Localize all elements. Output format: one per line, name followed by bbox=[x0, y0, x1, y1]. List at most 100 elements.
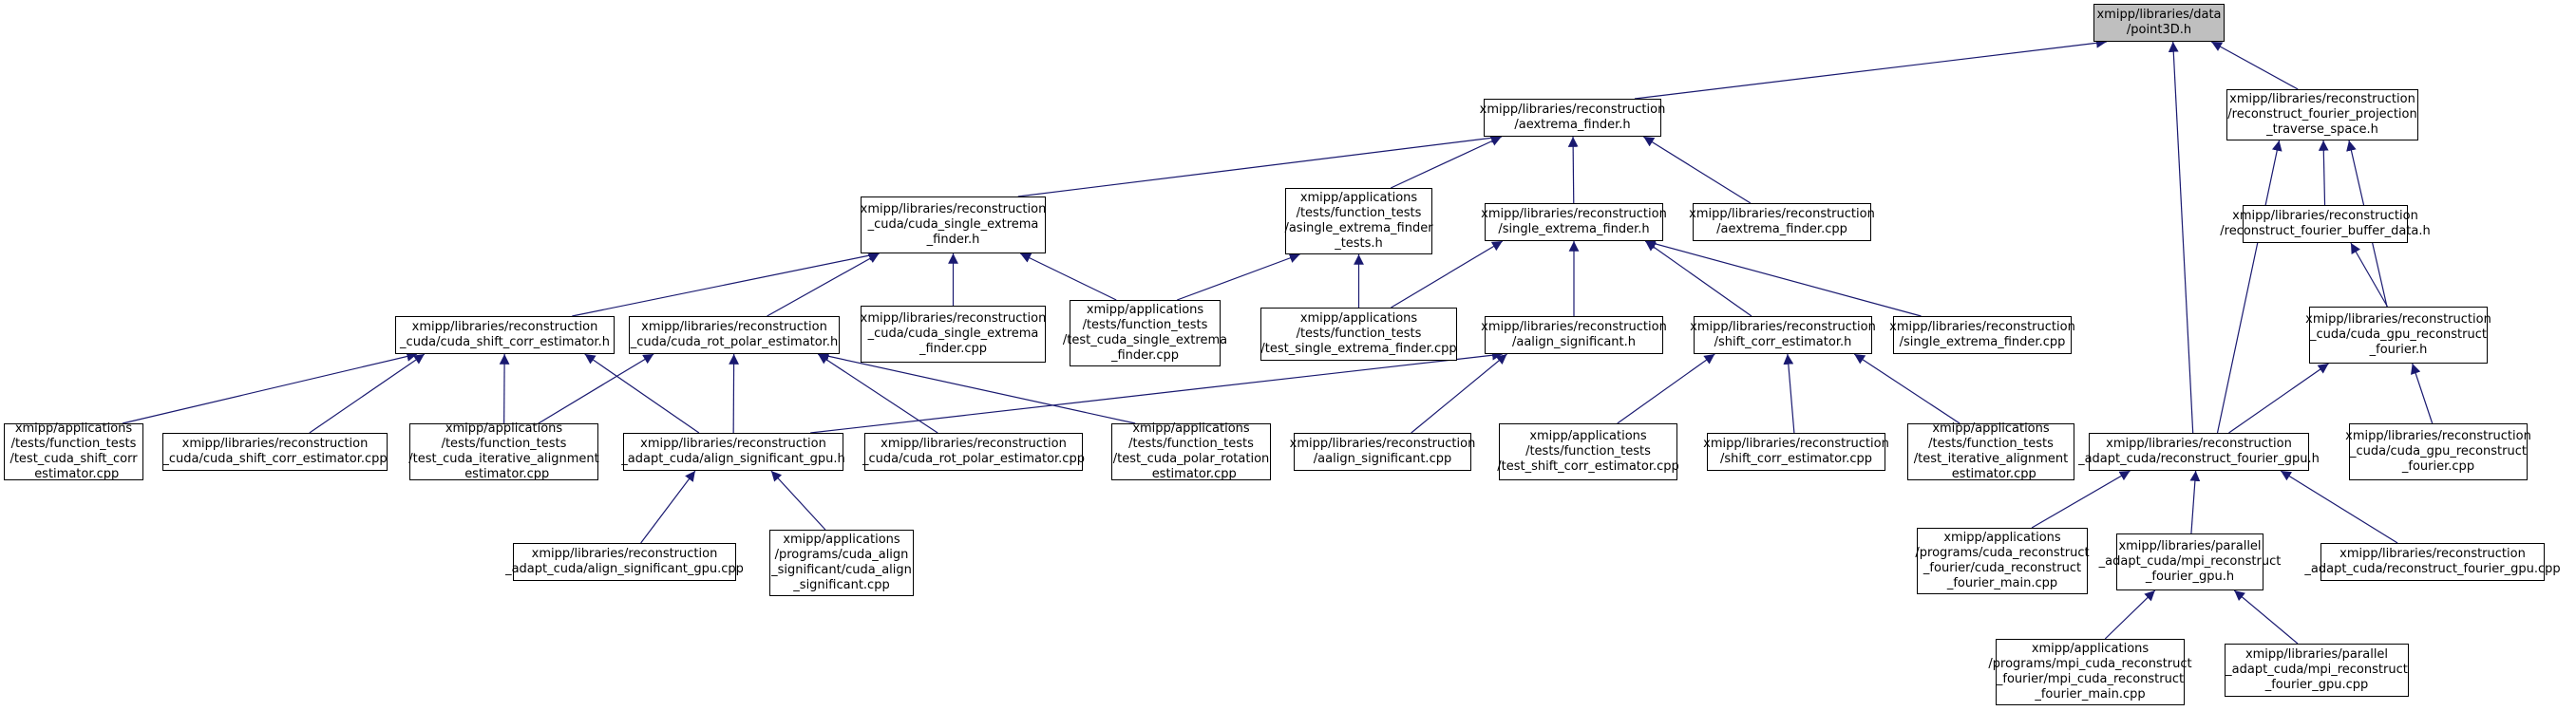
graph-node[interactable]: xmipp/libraries/reconstruction _cuda/cud… bbox=[2305, 307, 2491, 364]
dependency-edge bbox=[2210, 41, 2299, 90]
graph-node[interactable]: xmipp/applications /programs/mpi_cuda_re… bbox=[1988, 639, 2192, 705]
graph-node-label: xmipp/libraries/reconstruction _cuda/cud… bbox=[400, 320, 610, 349]
graph-node-label: xmipp/applications /programs/mpi_cuda_re… bbox=[1988, 642, 2192, 702]
graph-node[interactable]: xmipp/libraries/reconstruction /reconstr… bbox=[2226, 89, 2418, 140]
graph-node-label: xmipp/libraries/reconstruction /reconstr… bbox=[2220, 209, 2431, 238]
graph-node[interactable]: xmipp/applications /programs/cuda_recons… bbox=[1915, 528, 2090, 594]
graph-node-label: xmipp/libraries/data /point3D.h bbox=[2096, 8, 2222, 37]
dependency-edge bbox=[1391, 240, 1504, 309]
graph-node-label: xmipp/libraries/reconstruction _cuda/cud… bbox=[860, 311, 1047, 356]
graph-node-label: xmipp/libraries/reconstruction /aextrema… bbox=[1689, 207, 1875, 236]
dependency-edge bbox=[1411, 353, 1507, 434]
graph-node[interactable]: xmipp/libraries/reconstruction /shift_co… bbox=[1703, 433, 1889, 471]
graph-node-label: xmipp/applications /tests/function_tests… bbox=[1062, 303, 1228, 363]
graph-root-node[interactable]: xmipp/libraries/data /point3D.h bbox=[2093, 4, 2225, 42]
graph-node[interactable]: xmipp/libraries/reconstruction /aalign_s… bbox=[1290, 433, 1475, 471]
dependency-edge bbox=[1017, 132, 1502, 197]
dependency-edge bbox=[810, 349, 1503, 434]
graph-node-label: xmipp/libraries/reconstruction /aalign_s… bbox=[1481, 320, 1667, 349]
dependency-edge bbox=[1617, 353, 1715, 424]
graph-node-label: xmipp/applications /tests/function_tests… bbox=[1913, 421, 2069, 481]
graph-node-label: xmipp/libraries/reconstruction /aalign_s… bbox=[1289, 437, 1476, 466]
dependency-edge bbox=[2031, 470, 2131, 529]
graph-node[interactable]: xmipp/applications /tests/function_tests… bbox=[4, 421, 143, 481]
graph-node-label: xmipp/libraries/reconstruction _cuda/cud… bbox=[2305, 312, 2491, 357]
dependency-edge bbox=[499, 353, 510, 424]
dependency-edge bbox=[729, 353, 739, 434]
graph-node[interactable]: xmipp/applications /programs/cuda_align … bbox=[769, 530, 914, 596]
graph-node[interactable]: xmipp/libraries/reconstruction _adapt_cu… bbox=[621, 433, 845, 471]
dependency-edge bbox=[2410, 363, 2434, 424]
graph-node-label: xmipp/libraries/reconstruction _cuda/cud… bbox=[162, 437, 388, 466]
dependency-edge bbox=[2168, 41, 2194, 434]
graph-node[interactable]: xmipp/libraries/reconstruction _adapt_cu… bbox=[2078, 433, 2320, 471]
graph-node-label: xmipp/libraries/reconstruction /shift_co… bbox=[1703, 437, 1889, 466]
dependency-edge bbox=[1567, 136, 1579, 204]
dependency-edge bbox=[1019, 253, 1117, 301]
graph-node[interactable]: xmipp/libraries/reconstruction /shift_co… bbox=[1690, 316, 1876, 354]
graph-node-label: xmipp/libraries/reconstruction _cuda/cud… bbox=[630, 320, 839, 349]
graph-node-label: xmipp/applications /programs/cuda_align … bbox=[771, 533, 912, 592]
dependency-edge bbox=[584, 353, 700, 434]
dependency-edge bbox=[1645, 238, 1922, 317]
dependency-edge bbox=[2189, 470, 2201, 534]
graph-node-label: xmipp/libraries/reconstruction _cuda/cud… bbox=[862, 437, 1085, 466]
graph-node-label: xmipp/libraries/reconstruction /aextrema… bbox=[1479, 103, 1666, 132]
dependency-edge bbox=[1853, 353, 1960, 424]
dependency-edge bbox=[2280, 470, 2398, 544]
graph-node[interactable]: xmipp/libraries/reconstruction /reconstr… bbox=[2220, 205, 2431, 243]
graph-node-label: xmipp/applications /tests/function_tests… bbox=[9, 421, 138, 481]
graph-node-label: xmipp/applications /tests/function_tests… bbox=[1260, 311, 1457, 356]
graph-node[interactable]: xmipp/libraries/reconstruction _cuda/cud… bbox=[162, 433, 388, 471]
dependency-edge bbox=[770, 470, 826, 531]
dependency-edge bbox=[1644, 240, 1752, 317]
graph-node-label: xmipp/libraries/reconstruction _adapt_cu… bbox=[2078, 437, 2320, 466]
dependency-edge bbox=[817, 353, 938, 434]
graph-node[interactable]: xmipp/libraries/reconstruction /aalign_s… bbox=[1481, 316, 1667, 354]
graph-node[interactable]: xmipp/applications /tests/function_tests… bbox=[1111, 421, 1271, 481]
graph-node[interactable]: xmipp/applications /tests/function_tests… bbox=[1907, 421, 2074, 481]
graph-node[interactable]: xmipp/applications /tests/function_tests… bbox=[1497, 423, 1679, 480]
graph-node-label: xmipp/applications /programs/cuda_recons… bbox=[1915, 531, 2090, 590]
graph-node[interactable]: xmipp/libraries/reconstruction _cuda/cud… bbox=[629, 316, 840, 354]
graph-node-label: xmipp/libraries/reconstruction /shift_co… bbox=[1690, 320, 1876, 349]
graph-node[interactable]: xmipp/libraries/reconstruction _cuda/cud… bbox=[2345, 423, 2531, 480]
graph-node[interactable]: xmipp/libraries/reconstruction /single_e… bbox=[1889, 316, 2075, 354]
graph-node[interactable]: xmipp/libraries/reconstruction _adapt_cu… bbox=[505, 543, 744, 581]
dependency-edge bbox=[572, 250, 880, 317]
dependency-edge bbox=[1634, 37, 2107, 100]
graph-node-label: xmipp/libraries/parallel _adapt_cuda/mpi… bbox=[2098, 539, 2282, 584]
graph-node-label: xmipp/libraries/reconstruction _adapt_cu… bbox=[2304, 547, 2561, 576]
graph-node-label: xmipp/libraries/reconstruction _adapt_cu… bbox=[505, 547, 744, 576]
graph-node-label: xmipp/applications /tests/function_tests… bbox=[408, 421, 599, 481]
graph-node[interactable]: xmipp/libraries/reconstruction _cuda/cud… bbox=[861, 196, 1046, 253]
graph-node[interactable]: xmipp/libraries/reconstruction _cuda/cud… bbox=[395, 316, 615, 354]
graph-node-label: xmipp/libraries/reconstruction /reconstr… bbox=[2227, 92, 2417, 137]
graph-node[interactable]: xmipp/libraries/reconstruction /aextrema… bbox=[1480, 99, 1665, 137]
dependency-edge bbox=[309, 353, 426, 434]
graph-node[interactable]: xmipp/libraries/parallel _adapt_cuda/mpi… bbox=[2225, 644, 2409, 697]
dependency-edge bbox=[538, 353, 654, 424]
dependency-edge bbox=[640, 470, 696, 544]
graph-node[interactable]: xmipp/libraries/reconstruction /single_e… bbox=[1481, 203, 1667, 241]
graph-node[interactable]: xmipp/applications /tests/function_tests… bbox=[1260, 308, 1457, 361]
graph-node-label: xmipp/libraries/parallel _adapt_cuda/mpi… bbox=[2226, 647, 2408, 692]
graph-node[interactable]: xmipp/libraries/reconstruction _cuda/cud… bbox=[861, 306, 1046, 363]
graph-node[interactable]: xmipp/libraries/reconstruction _adapt_cu… bbox=[2304, 543, 2561, 581]
graph-node-label: xmipp/applications /tests/function_tests… bbox=[1497, 429, 1679, 474]
graph-node[interactable]: xmipp/applications /tests/function_tests… bbox=[1063, 300, 1227, 366]
graph-node[interactable]: xmipp/libraries/parallel _adapt_cuda/mpi… bbox=[2099, 533, 2281, 590]
dependency-edge bbox=[1642, 136, 1752, 204]
graph-node[interactable]: xmipp/libraries/reconstruction _cuda/cud… bbox=[862, 433, 1085, 471]
graph-node[interactable]: xmipp/applications /tests/function_tests… bbox=[1284, 188, 1433, 254]
dependency-edge bbox=[2350, 242, 2388, 308]
dependency-edge bbox=[1177, 253, 1300, 301]
dependency-edge bbox=[1390, 136, 1502, 189]
dependency-edge bbox=[2228, 363, 2329, 434]
graph-node-label: xmipp/applications /tests/function_tests… bbox=[1284, 191, 1433, 251]
dependency-edge bbox=[818, 351, 1136, 424]
graph-node[interactable]: xmipp/libraries/reconstruction /aextrema… bbox=[1689, 203, 1875, 241]
dependency-edge bbox=[122, 351, 418, 424]
graph-node[interactable]: xmipp/applications /tests/function_tests… bbox=[408, 421, 599, 481]
